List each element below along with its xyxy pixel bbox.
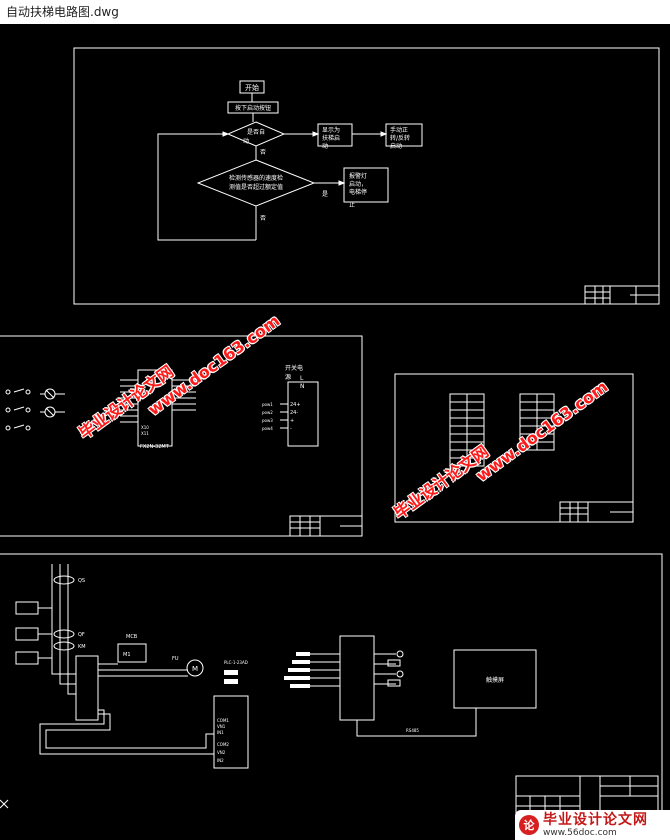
flow-manual-text-1: 手动正 (390, 126, 408, 134)
left-devices (15, 601, 52, 665)
psu-block (287, 381, 319, 447)
plc2-block (339, 635, 375, 721)
sheet-frame-flowchart (73, 47, 660, 305)
footer-site-name: 毕业设计论文网 (543, 811, 648, 828)
touchscreen-label: 触摸屏 (486, 676, 504, 684)
flow-run-text-3: 动 (322, 143, 328, 150)
site-footer-logo: 论 毕业设计论文网 www.56doc.com (515, 810, 670, 840)
flow-decision-speed-text-2: 测值是否超过额定值 (229, 183, 283, 191)
flow-alarm-text-4: 止 (349, 201, 355, 209)
flow-decision-auto-no: 否 (260, 149, 266, 156)
mcb-block (117, 643, 147, 663)
analog-com2: COM2 (217, 742, 229, 747)
flow-decision-speed-yes: 是 (322, 191, 328, 198)
psu-minus: - (290, 426, 292, 432)
flowchart-sheet: 开始 按下启动按钮 是否自 动 否 显示为 扶梯启 动 手动正 转/反转 (73, 47, 660, 305)
analog-in1: IN1 (217, 730, 224, 735)
rs485-cable (356, 708, 477, 737)
fu-label: FU (172, 656, 179, 662)
touchscreen-block (453, 649, 537, 709)
psu-plus: + (290, 418, 294, 424)
io-table-right (519, 393, 555, 451)
psu-label-1: 开关电 (285, 364, 303, 372)
psu-minus24: 24- (290, 410, 298, 416)
qf-breaker (53, 629, 75, 639)
input-switches (5, 388, 65, 431)
site-logo-icon: 论 (519, 815, 539, 835)
km-contactor (53, 641, 75, 651)
cad-drawing: 开始 按下启动按钮 是否自 动 否 显示为 扶梯启 动 手动正 转/反转 (0, 47, 663, 840)
flow-decision-speed-no: 否 (260, 215, 266, 222)
cad-drawing-canvas[interactable]: 开始 按下启动按钮 是否自 动 否 显示为 扶梯启 动 手动正 转/反转 (0, 24, 670, 840)
inverter-block (75, 655, 99, 721)
plc-pin-x11: X11 (141, 431, 149, 436)
window-title: 自动扶梯电路图.dwg (6, 5, 119, 19)
flow-decision-auto-text-1: 是否自 (247, 128, 265, 136)
analog-in2: IN2 (217, 758, 224, 763)
psu-pow2: pow2 (262, 410, 273, 415)
qf-label: QF (78, 632, 85, 638)
plc-input-lines (120, 379, 196, 423)
flow-alarm-text-1: 报警灯 (349, 172, 367, 180)
io-table-left (449, 393, 485, 467)
motor-symbol (186, 659, 204, 677)
plc2-right-outputs (374, 650, 404, 687)
flow-start-text: 开始 (245, 83, 259, 92)
plc-pin-x10: X10 (141, 425, 149, 430)
flow-manual-text-3: 启动 (390, 142, 402, 150)
plc-fx2n-block (137, 369, 173, 447)
flow-decision-speed (196, 159, 316, 207)
km-label: KM (78, 644, 86, 650)
title-block-flowchart (584, 285, 660, 305)
io-table-sheet (394, 373, 634, 523)
flow-press-text: 按下启动按钮 (235, 104, 271, 112)
sheet-frame-plc (0, 335, 363, 537)
title-block-io (559, 501, 634, 523)
qs-label: QS (78, 578, 85, 584)
m1-label: M1 (123, 652, 131, 658)
analog-vn2: VN2 (217, 750, 226, 755)
flow-run-box (317, 123, 353, 147)
qs-switch (53, 575, 75, 585)
motor-label: M (192, 665, 198, 673)
title-block-plc (289, 515, 363, 537)
psu-pow3: pow3 (262, 418, 273, 423)
mcb-label: MCB (126, 634, 138, 640)
footer-site-domain: www.56doc.com (543, 827, 617, 838)
flow-alarm-text-3: 电梯停 (349, 188, 367, 196)
analog-module-block (213, 695, 249, 769)
analog-com1: COM1 (217, 718, 229, 723)
psu-terminal-l: L (300, 375, 304, 382)
flow-alarm-box (343, 167, 389, 203)
plc2-left-markers (284, 652, 340, 688)
plc-model-label: FX2N-32MT (140, 444, 170, 450)
window-title-bar: 自动扶梯电路图.dwg (0, 0, 670, 24)
flow-run-text-1: 显示为 (322, 126, 340, 134)
analog-vn1: VN1 (217, 724, 226, 729)
psu-plus24: 24+ (290, 402, 301, 408)
psu-pow1: pow1 (262, 402, 273, 407)
flow-alarm-text-2: 启动， (349, 180, 367, 188)
plc-wiring-sheet: FX2N-32MT X10 X11 开关电 源 L N 24+ 24- + - … (0, 335, 363, 537)
flow-manual-text-2: 转/反转 (390, 134, 410, 142)
sheet-frame-main (0, 553, 663, 840)
main-circuit-sheet: QS QF KM MCB M1 FU M (0, 553, 663, 840)
flow-run-text-2: 扶梯启 (322, 134, 340, 142)
psu-pow4: pow4 (262, 426, 273, 431)
flow-decision-speed-text-1: 检测传感器的速度检 (229, 174, 283, 182)
flow-manual-box (385, 123, 423, 147)
sheet-frame-io (394, 373, 634, 523)
rs485-label: RS485 (406, 728, 419, 733)
flow-decision-auto-text-2: 动 (243, 138, 249, 145)
psu-label-2: 源 (285, 373, 291, 381)
plc1-ref-label: PLC-1-23AD (224, 660, 248, 665)
psu-terminal-n: N (300, 383, 305, 390)
